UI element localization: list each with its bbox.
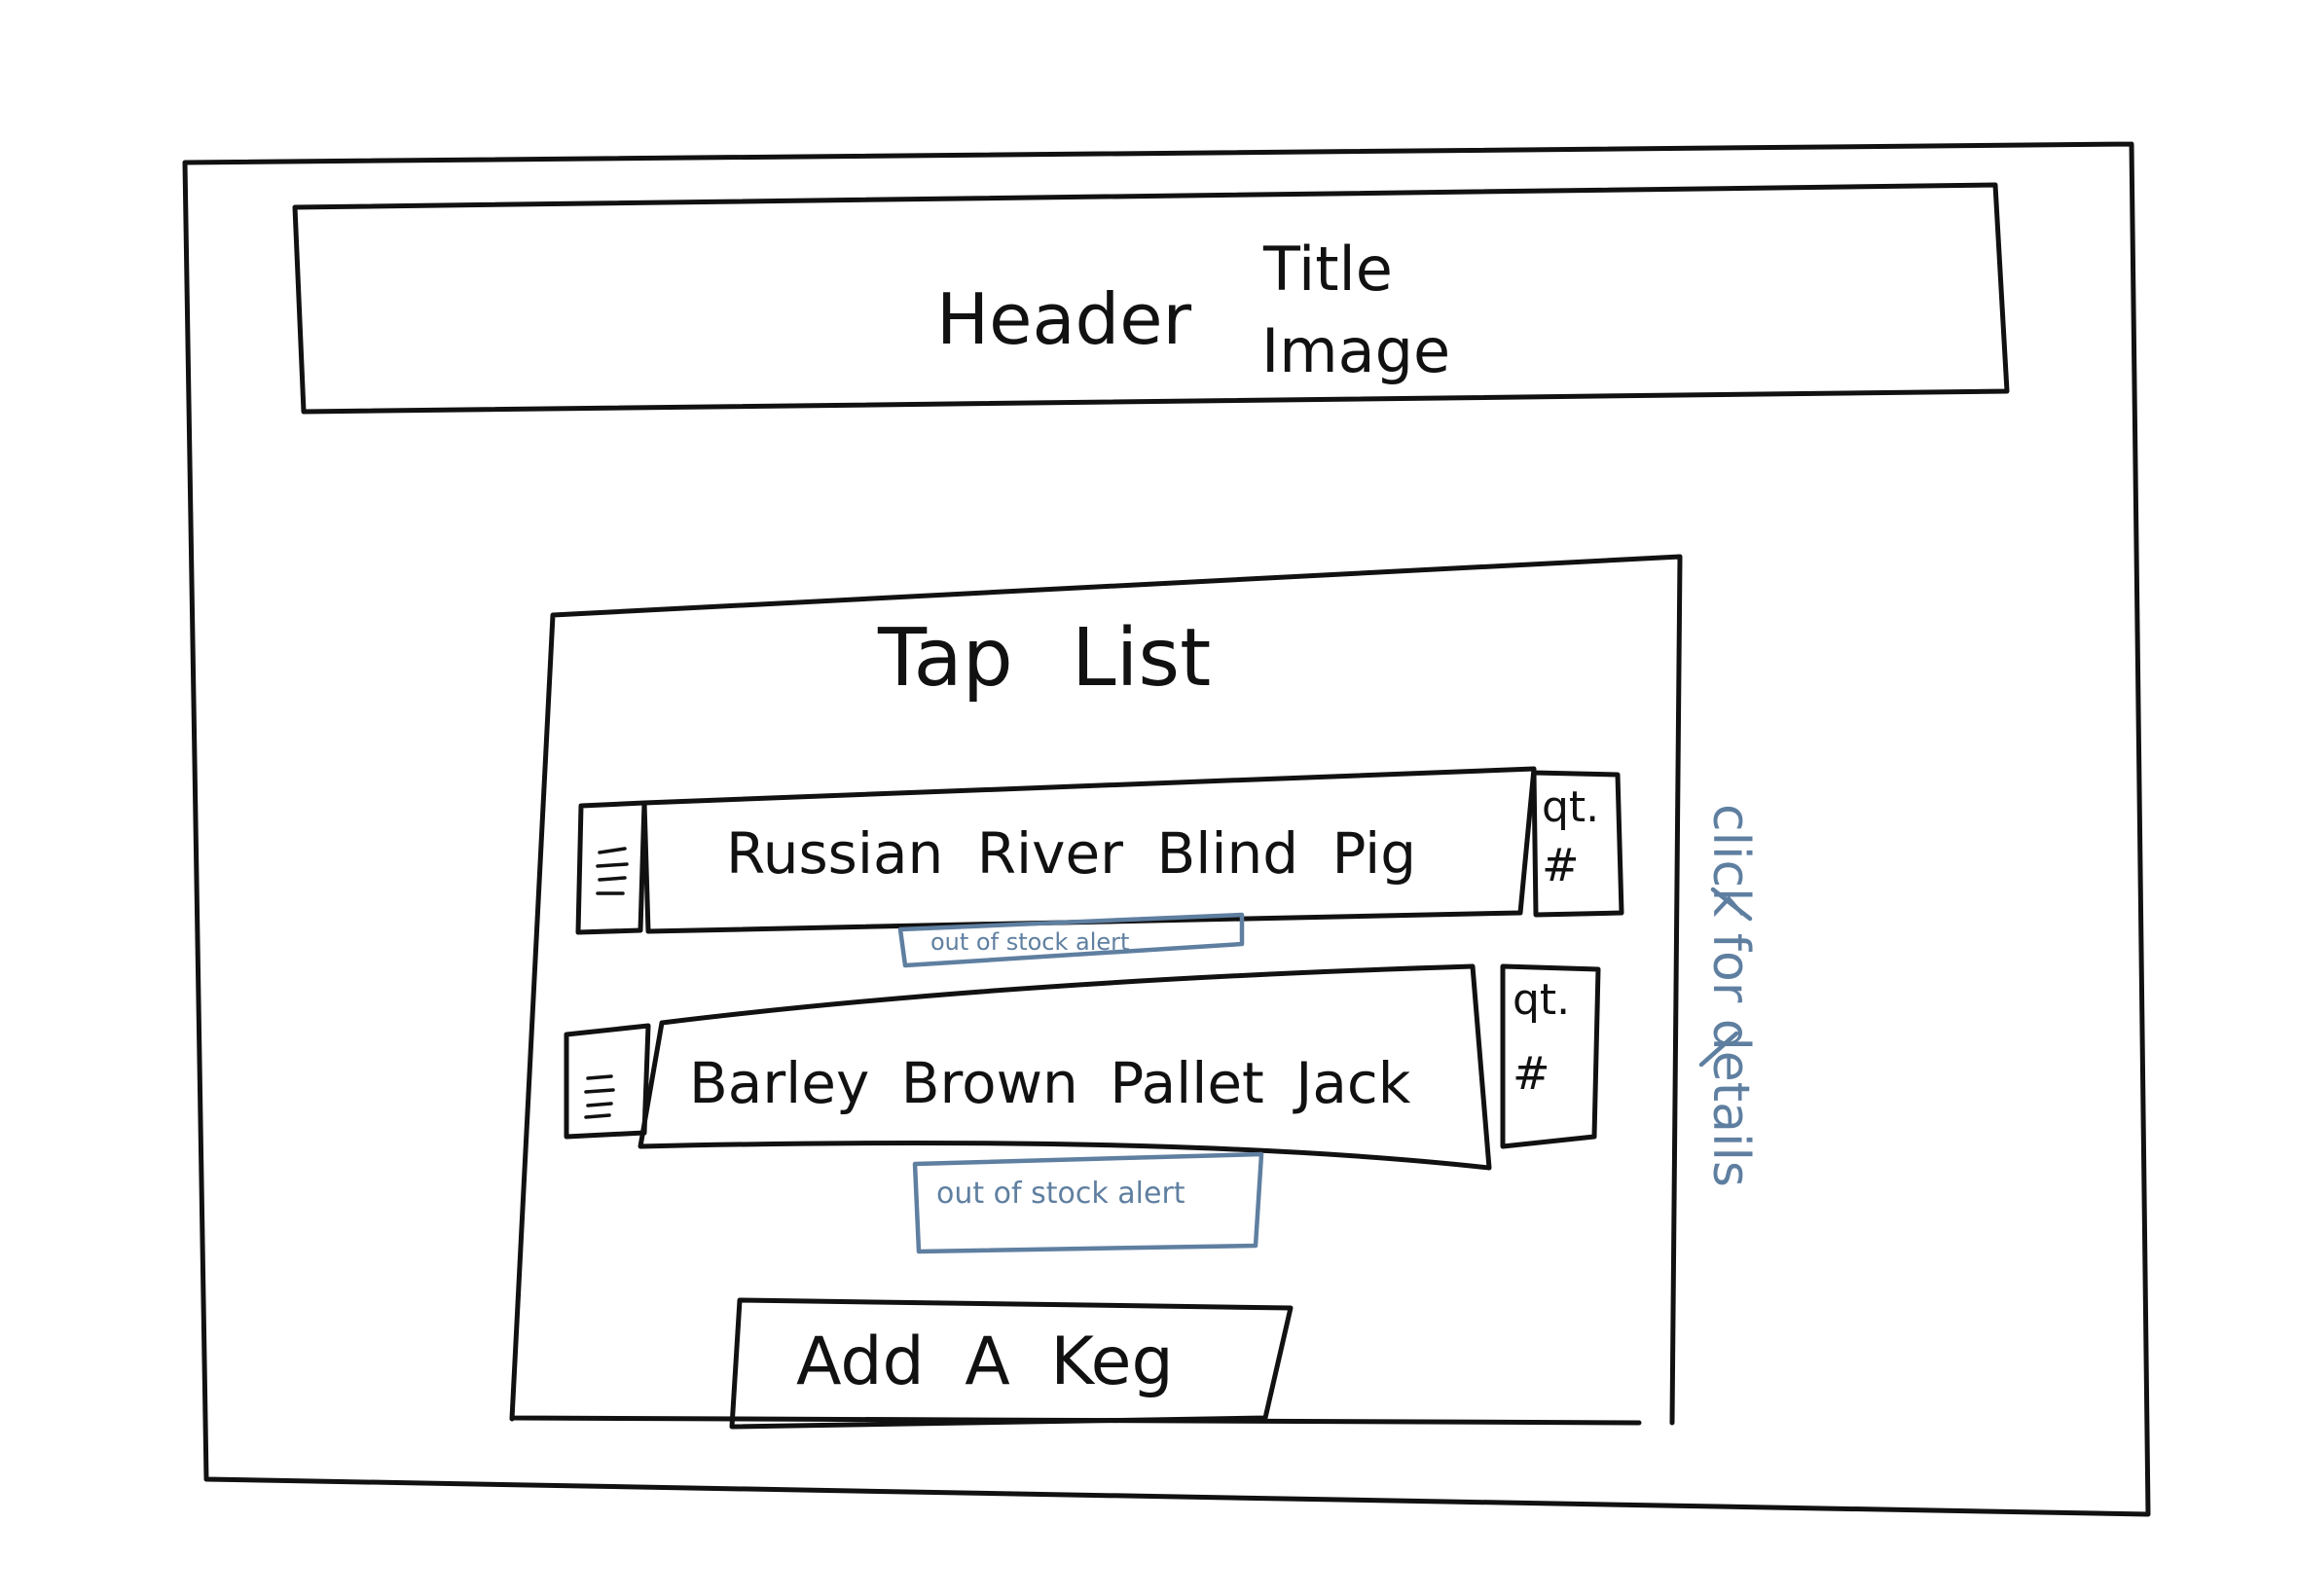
- keg-2-qty-label: qt.: [1513, 975, 1571, 1025]
- keg-2-handle: [564, 1023, 651, 1140]
- header-label: Header: [936, 278, 1192, 360]
- keg-1-out-of-stock-alert: out of stock alert: [930, 928, 1130, 956]
- keg-name: Barley Brown Pallet Jack: [689, 1050, 1411, 1116]
- keg-2-bar: [638, 963, 1492, 1171]
- header-image-label: Image: [1261, 315, 1451, 386]
- keg-2-qty-box: [1500, 963, 1601, 1149]
- keg-1-qty-label: qt.: [1542, 782, 1600, 832]
- annotation-arrows: [1698, 887, 1753, 1068]
- header-box: [292, 182, 2010, 415]
- keg-2-qty-value: #: [1513, 1047, 1550, 1100]
- keg-row-2[interactable]: Barley Brown Pallet Jack: [654, 977, 1491, 1152]
- keg-1-qty-value: #: [1542, 839, 1580, 891]
- keg-2-drag-icon: [584, 1074, 615, 1119]
- add-keg-button-outline: [729, 1297, 1294, 1430]
- keg-1-drag-icon: [596, 847, 629, 895]
- keg-name: Russian River Blind Pig: [726, 820, 1417, 887]
- add-keg-button[interactable]: Add A Keg: [740, 1304, 1285, 1421]
- keg-2-out-of-stock-alert: out of stock alert: [936, 1177, 1185, 1211]
- header-title-label: Title: [1263, 234, 1393, 305]
- keg-1-qty-box: [1531, 770, 1624, 918]
- keg-row-1[interactable]: Russian River Blind Pig: [648, 779, 1530, 925]
- keg-1-bar: [641, 766, 1537, 934]
- keg-2-alert-box: [912, 1151, 1264, 1254]
- page-frame: [182, 141, 2151, 1517]
- click-for-details-note: click for details: [1701, 804, 1760, 1187]
- tap-list-title: Tap List: [878, 612, 1212, 705]
- add-keg-label: Add A Keg: [796, 1324, 1174, 1400]
- keg-1-alert-box: [897, 912, 1245, 968]
- keg-1-handle: [575, 800, 647, 935]
